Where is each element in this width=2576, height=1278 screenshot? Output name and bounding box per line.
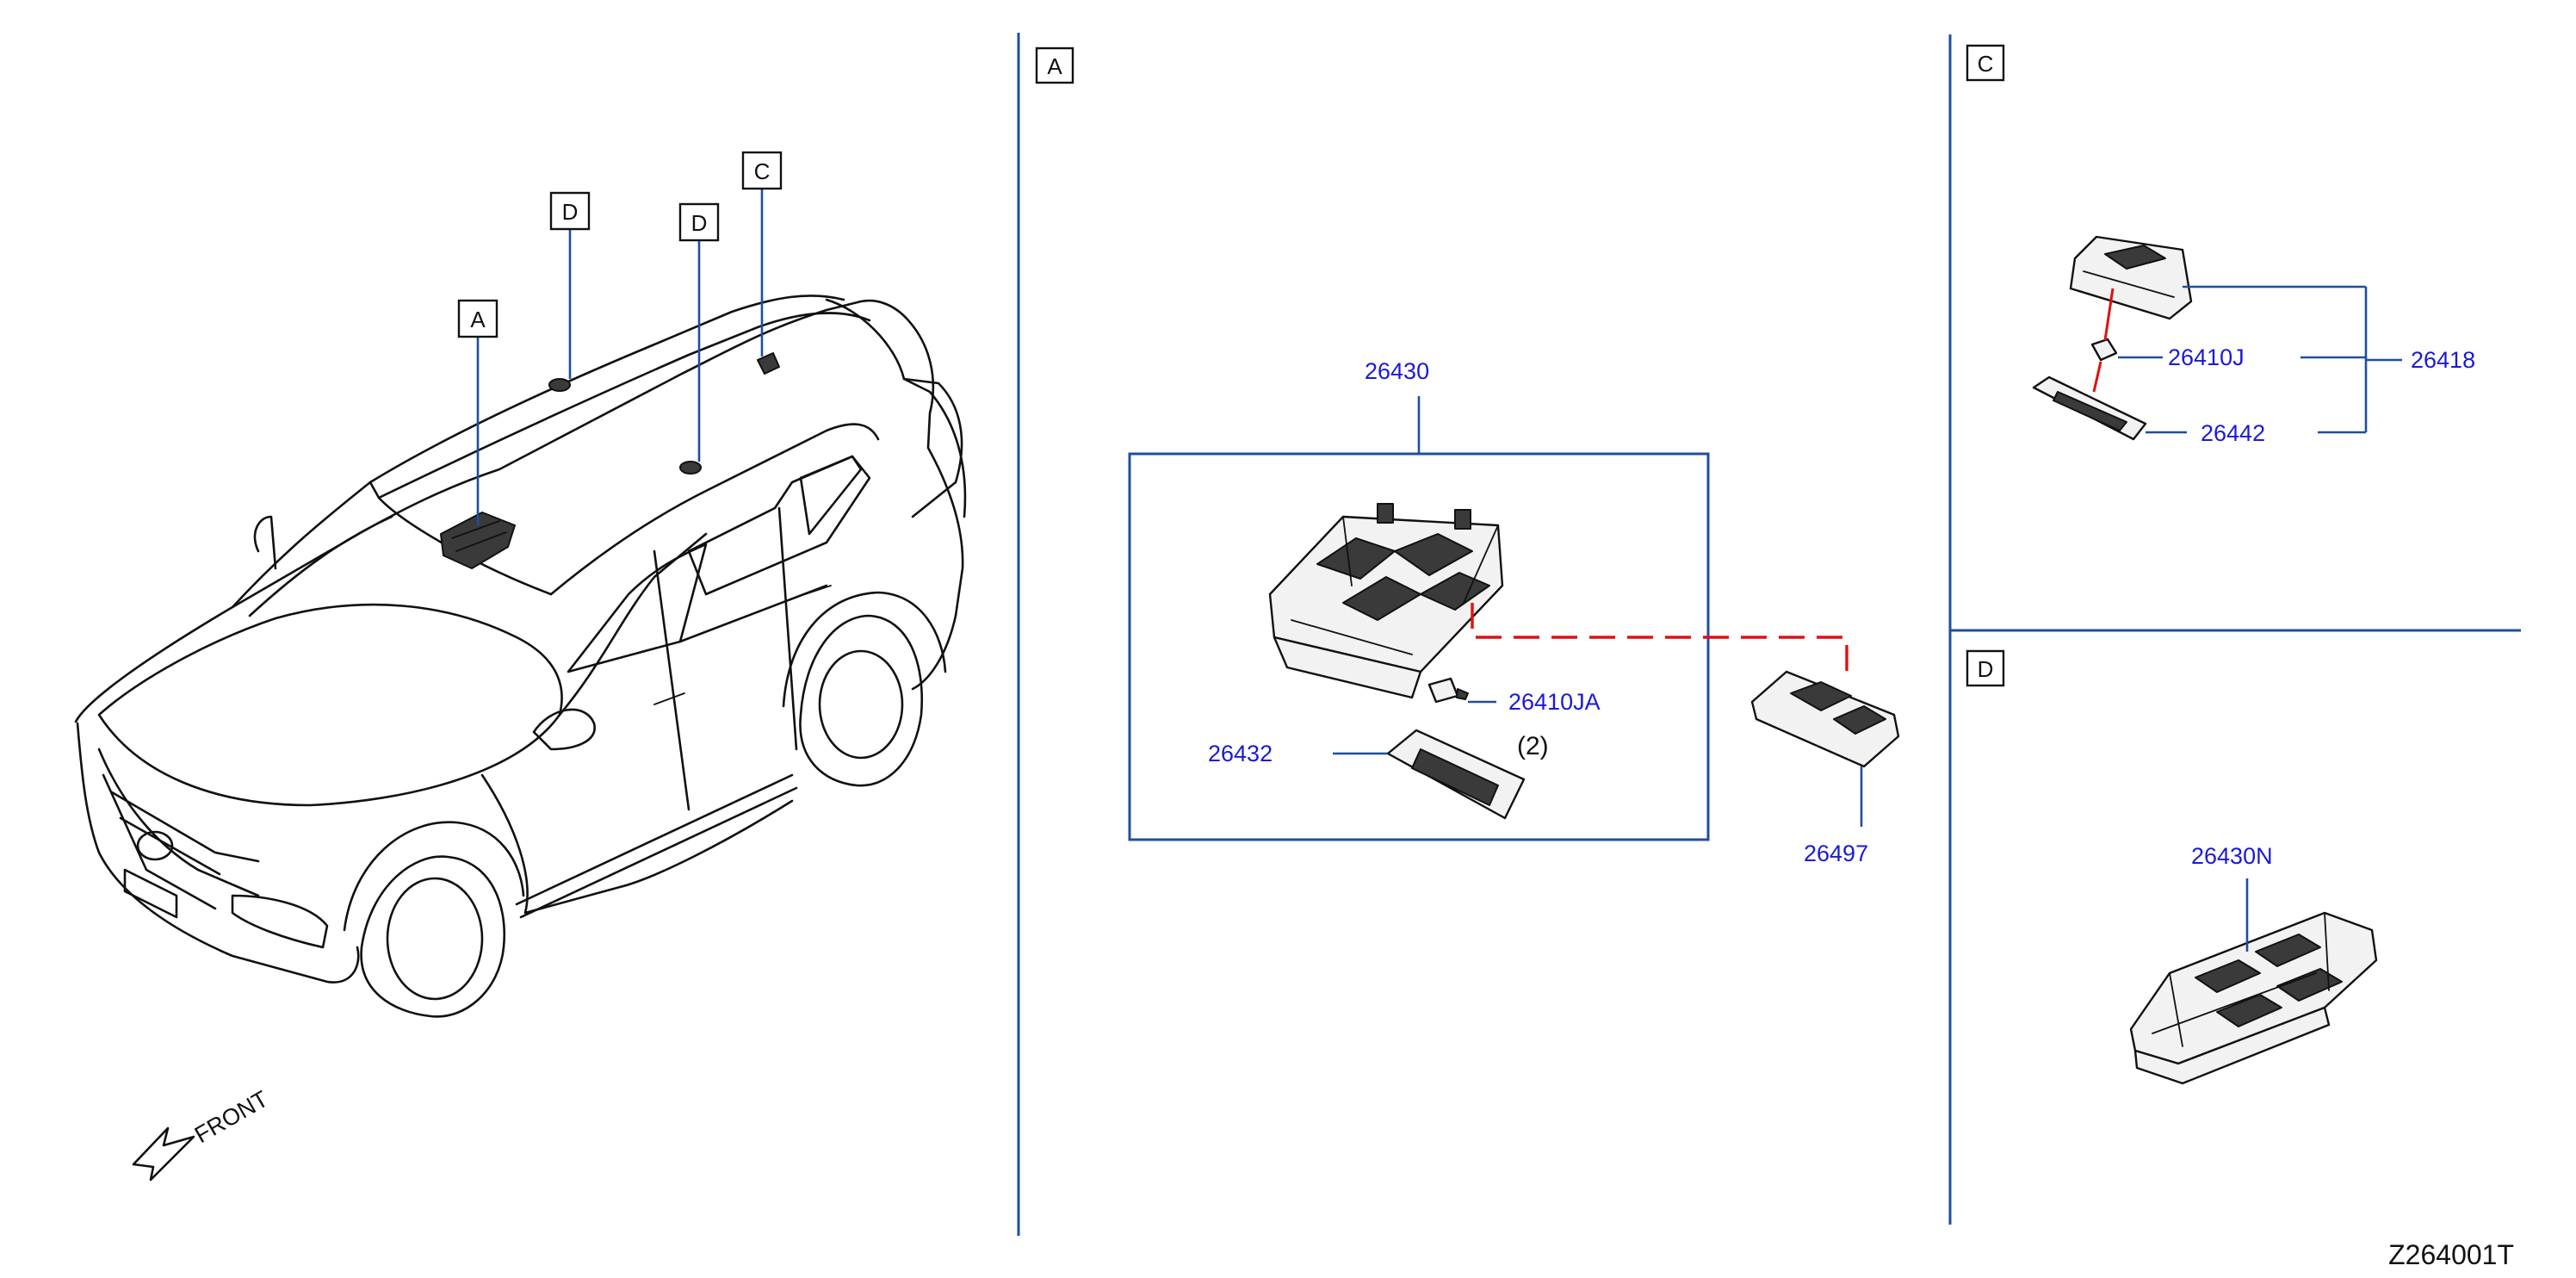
roof-lamp-d1-marker	[548, 378, 571, 392]
callout-a-label: A	[470, 307, 486, 332]
lamp-housing-26418	[2069, 235, 2193, 320]
lamp-assembly-26430n	[2129, 911, 2378, 1085]
part-number-26410j: 26410J	[2168, 344, 2245, 370]
part-number-26497: 26497	[1804, 841, 1868, 866]
callout-d2: D	[678, 202, 720, 242]
part-number-26410ja: 26410JA	[1508, 689, 1601, 715]
callout-c-label: C	[754, 158, 771, 184]
section-a-tag: A	[1035, 47, 1074, 84]
section-c-tag: C	[1966, 44, 2005, 82]
roof-lamp-a-marker	[440, 512, 516, 569]
front-arrow: FRONT	[132, 1086, 273, 1182]
part-number-26442: 26442	[2201, 420, 2265, 446]
map-lamp-assembly	[1268, 503, 1504, 699]
callout-d1: D	[549, 191, 591, 231]
callout-a: A	[457, 299, 498, 338]
roof-lamp-c-marker	[757, 352, 780, 375]
vehicle-drawing	[74, 295, 967, 1018]
part-number-26430: 26430	[1365, 358, 1429, 384]
part-quantity-26410ja: (2)	[1517, 732, 1549, 760]
section-d-tag: D	[1966, 649, 2005, 687]
part-number-26430n: 26430N	[2191, 843, 2273, 869]
bulb-26410ja	[1427, 677, 1469, 704]
diagram-code: Z264001T	[2388, 1239, 2514, 1270]
part-number-26432: 26432	[1208, 741, 1273, 766]
callout-d1-label: D	[562, 199, 579, 225]
section-d-label: D	[1978, 656, 1994, 682]
roof-lamp-d2-marker	[679, 461, 702, 475]
front-label: FRONT	[190, 1086, 273, 1148]
link-housing-bulb	[2103, 288, 2115, 341]
lens-26442	[2032, 375, 2147, 441]
bracket-26497	[1750, 670, 1900, 768]
section-a-label: A	[1047, 53, 1062, 79]
link-26430-26497	[1471, 603, 1848, 676]
lens-26432	[1386, 729, 1526, 820]
part-number-26418: 26418	[2411, 347, 2475, 373]
bulb-26410j	[2090, 338, 2118, 362]
callout-c: C	[741, 151, 783, 190]
section-c-label: C	[1978, 51, 1994, 77]
link-bulb-lens	[2092, 361, 2102, 393]
callout-d2-label: D	[691, 210, 708, 236]
